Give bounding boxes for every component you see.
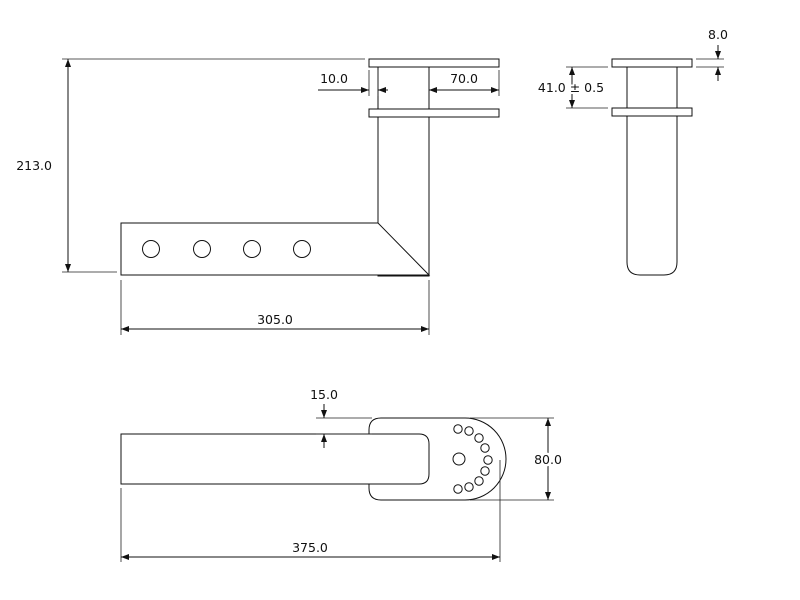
front-top-plate: [368, 58, 500, 68]
dim-plate-thickness: 8.0: [696, 27, 728, 81]
dim-plate-overhang: 70.0: [429, 70, 500, 96]
side-stem: [626, 66, 678, 276]
dim-length-top-label: 305.0: [257, 312, 293, 327]
dim-plate-offset-label: 10.0: [320, 71, 348, 86]
dim-width-bottom: 80.0: [470, 417, 564, 501]
front-hole-2: [193, 240, 211, 258]
dim-height-total-label: 213.0: [16, 158, 52, 173]
side-lower-plate: [611, 107, 693, 117]
top-centre-hole: [452, 452, 466, 466]
dim-offset-bottom-label: 15.0: [310, 387, 338, 402]
front-view: [120, 58, 500, 277]
front-hole-4: [293, 240, 311, 258]
top-arm: [120, 433, 430, 485]
dim-length-top: 305.0: [120, 280, 430, 335]
dim-plate-gap: 41.0 ± 0.5: [536, 66, 608, 109]
top-view: [120, 417, 507, 501]
dim-plate-overhang-label: 70.0: [450, 71, 478, 86]
dim-height-total: 213.0: [16, 58, 365, 273]
top-adjustment-holes: [453, 424, 493, 494]
dim-width-bottom-label: 80.0: [534, 452, 562, 467]
dim-length-bottom: 375.0: [120, 460, 501, 562]
dim-plate-gap-label: 41.0 ± 0.5: [538, 80, 604, 95]
dim-offset-bottom: 15.0: [310, 387, 372, 448]
front-hole-3: [243, 240, 261, 258]
side-top-plate: [611, 58, 693, 68]
side-view: [611, 58, 693, 276]
front-arm: [120, 222, 431, 276]
dim-plate-thickness-label: 8.0: [708, 27, 728, 42]
front-hole-1: [142, 240, 160, 258]
dim-plate-offset: 10.0: [318, 70, 388, 96]
front-lower-plate: [368, 108, 500, 118]
dim-length-bottom-label: 375.0: [292, 540, 328, 555]
